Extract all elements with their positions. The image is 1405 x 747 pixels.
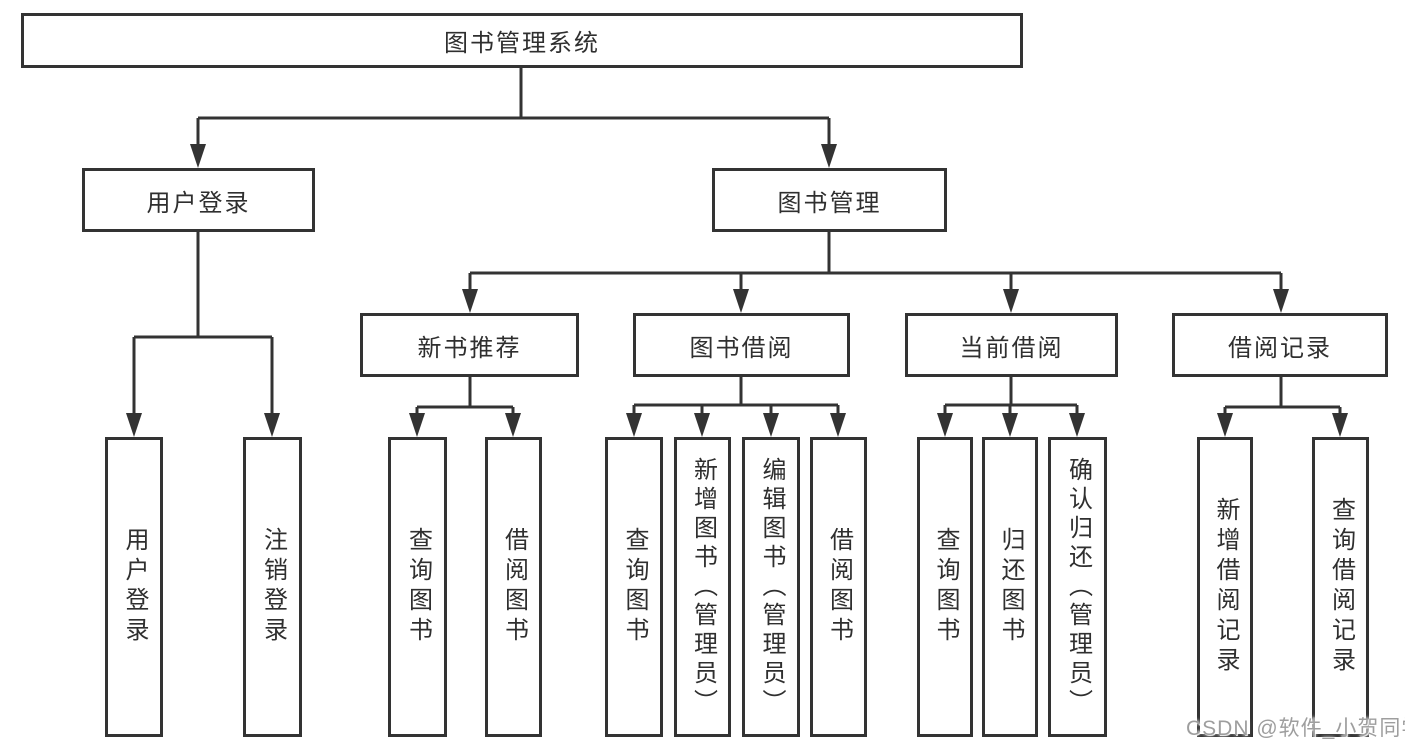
- node-user-login: 用户登录: [82, 168, 315, 232]
- leaf-user-login: 用户登录: [105, 437, 163, 737]
- connector-borrow-records: [1223, 377, 1342, 416]
- leaf-query-borrow-record-label: 查询借阅记录: [1327, 497, 1355, 677]
- leaf-edit-book-admin-label: 编辑图书（管理员）: [758, 456, 785, 718]
- connector-user-login: [132, 232, 274, 416]
- node-borrow-records-label: 借阅记录: [1228, 334, 1332, 362]
- node-new-book-rec-label: 新书推荐: [417, 334, 522, 362]
- leaf-query-borrow-record: 查询借阅记录: [1312, 437, 1369, 737]
- leaf-add-book-admin-label: 新增图书（管理员）: [689, 456, 717, 718]
- leaf-current-query-book-label: 查询图书: [932, 527, 959, 647]
- connector-root: [196, 68, 831, 146]
- node-root: 图书管理系统: [21, 13, 1023, 68]
- leaf-rec-borrow-book: 借阅图书: [485, 437, 542, 737]
- connector-book-borrow: [632, 377, 840, 416]
- connector-new-book-rec: [415, 377, 515, 416]
- node-borrow-records: 借阅记录: [1172, 313, 1388, 377]
- leaf-rec-borrow-book-label: 借阅图书: [500, 527, 528, 647]
- leaf-user-login-label: 用户登录: [121, 527, 148, 647]
- node-current-borrow-label: 当前借阅: [959, 334, 1064, 362]
- leaf-rec-query-book-label: 查询图书: [404, 527, 432, 647]
- leaf-borrow-book-label: 借阅图书: [825, 527, 853, 647]
- leaf-borrow-query-book-label: 查询图书: [621, 527, 648, 647]
- node-book-borrow-label: 图书借阅: [689, 334, 794, 362]
- node-book-mgmt: 图书管理: [712, 168, 947, 232]
- csdn-watermark: CSDN @软件_小贺同学: [1186, 717, 1405, 740]
- leaf-return-book: 归还图书: [982, 437, 1038, 737]
- leaf-borrow-book: 借阅图书: [810, 437, 867, 737]
- leaf-add-borrow-record-label: 新增借阅记录: [1212, 497, 1239, 677]
- leaf-rec-query-book: 查询图书: [388, 437, 447, 737]
- leaf-confirm-return-admin: 确认归还（管理员）: [1048, 437, 1107, 737]
- arrowheads: [126, 144, 1348, 437]
- connector-current-borrow: [943, 377, 1079, 416]
- node-current-borrow: 当前借阅: [905, 313, 1118, 377]
- leaf-borrow-query-book: 查询图书: [605, 437, 663, 737]
- node-book-borrow: 图书借阅: [633, 313, 850, 377]
- node-root-label: 图书管理系统: [444, 30, 600, 57]
- leaf-current-query-book: 查询图书: [917, 437, 973, 737]
- connector-book-mgmt: [468, 232, 1283, 291]
- leaf-return-book-label: 归还图书: [997, 527, 1024, 647]
- node-new-book-rec: 新书推荐: [360, 313, 579, 377]
- leaf-add-book-admin: 新增图书（管理员）: [674, 437, 731, 737]
- node-user-login-label: 用户登录: [146, 189, 251, 217]
- leaf-confirm-return-admin-label: 确认归还（管理员）: [1064, 456, 1092, 718]
- leaf-add-borrow-record: 新增借阅记录: [1197, 437, 1253, 737]
- node-book-mgmt-label: 图书管理: [777, 189, 882, 217]
- leaf-edit-book-admin: 编辑图书（管理员）: [742, 437, 800, 737]
- leaf-logout: 注销登录: [243, 437, 302, 737]
- leaf-logout-label: 注销登录: [259, 527, 287, 647]
